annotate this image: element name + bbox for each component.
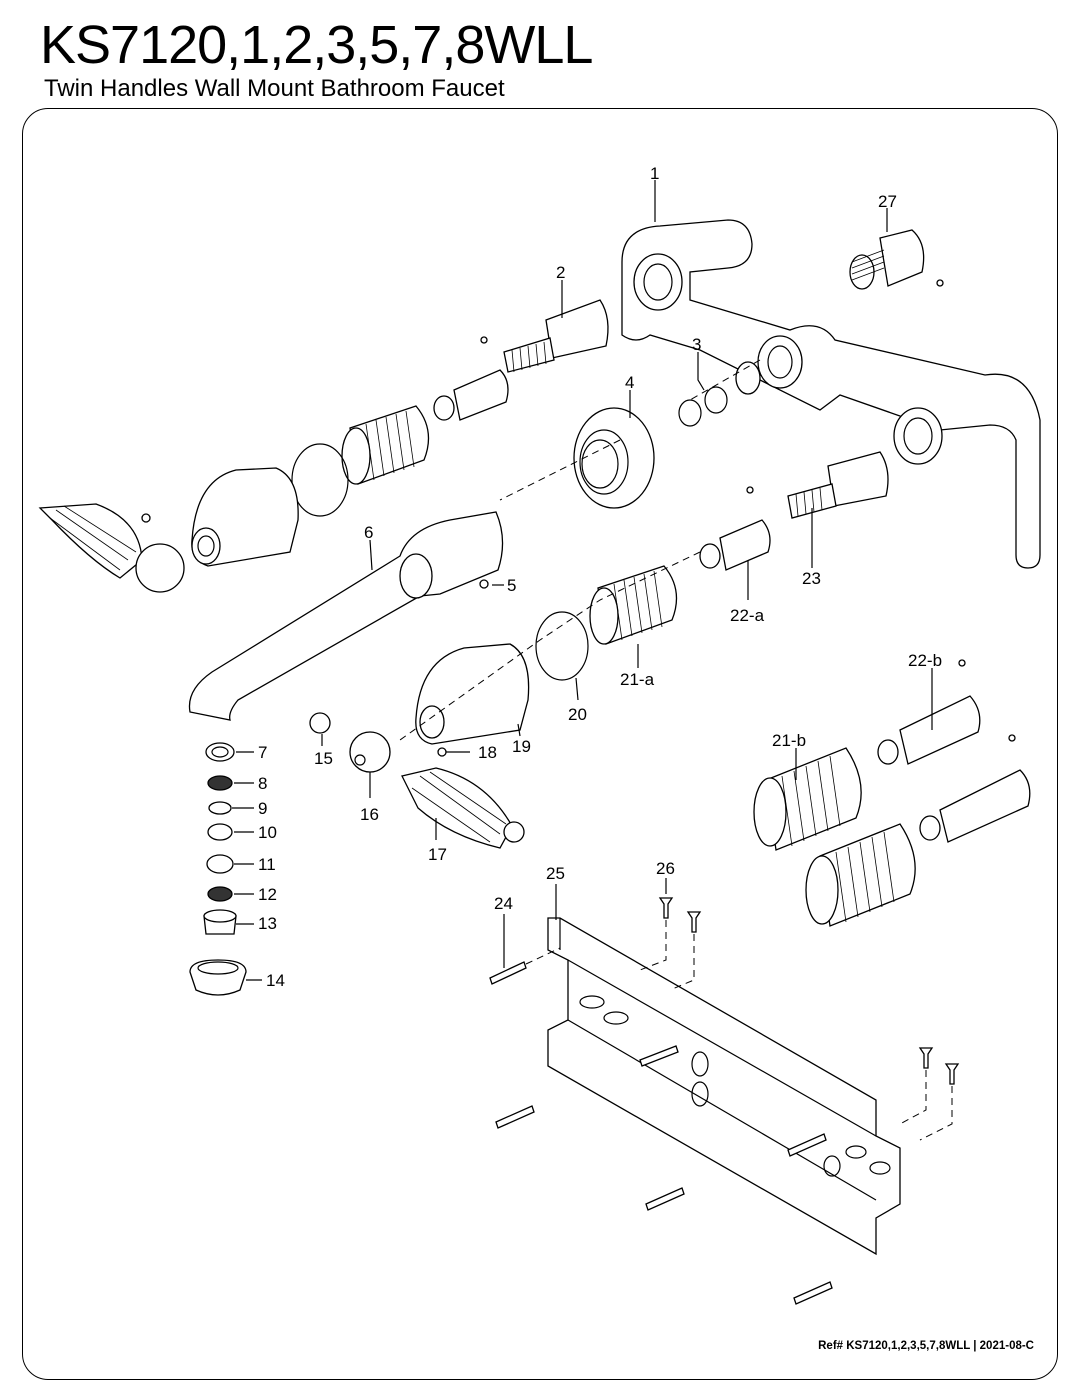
part-21b-sleeve <box>753 747 862 851</box>
part-20-o-ring <box>535 611 589 681</box>
escutcheon-upper <box>191 467 299 567</box>
part-3-o-rings <box>678 361 761 427</box>
reference-footer: Ref# KS7120,1,2,3,5,7,8WLL | 2021-08-C <box>818 1340 1034 1352</box>
part-15-adapter <box>309 712 331 734</box>
part-17-handle <box>401 767 525 849</box>
label-17: 17 <box>428 845 447 864</box>
label-2: 2 <box>556 263 565 282</box>
label-22a: 22-a <box>730 606 765 625</box>
label-19: 19 <box>512 737 531 756</box>
page-subtitle: Twin Handles Wall Mount Bathroom Faucet <box>44 75 505 102</box>
assembly-lines <box>399 359 953 1141</box>
part-19-escutcheon <box>415 643 530 745</box>
sleeve-lower-right <box>805 823 916 927</box>
label-26: 26 <box>656 859 675 878</box>
sleeve-upper <box>341 405 430 485</box>
page-title: KS7120,1,2,3,5,7,8WLL <box>40 15 593 75</box>
label-27: 27 <box>878 192 897 211</box>
label-22b: 22-b <box>908 651 942 670</box>
label-24: 24 <box>494 894 513 913</box>
label-4: 4 <box>625 373 634 392</box>
label-9: 9 <box>258 799 267 818</box>
screws <box>489 897 960 1305</box>
part-6-spout <box>188 511 504 721</box>
label-3: 3 <box>692 335 701 354</box>
part-23-cartridge <box>787 451 889 519</box>
label-6: 6 <box>364 523 373 542</box>
label-7: 7 <box>258 743 267 762</box>
diagram-frame <box>22 108 1058 1380</box>
label-23: 23 <box>802 569 821 588</box>
label-5: 5 <box>507 576 516 595</box>
label-11: 11 <box>258 855 276 874</box>
label-18: 18 <box>478 743 497 762</box>
stem-extension-lower-right <box>919 734 1031 843</box>
aerator-parts <box>189 742 247 996</box>
label-21b: 21-b <box>772 731 806 750</box>
handle-upper <box>38 503 185 593</box>
label-1: 1 <box>650 164 659 183</box>
part-25-mounting-bracket <box>547 917 901 1256</box>
o-ring-upper <box>291 443 349 517</box>
label-21a: 21-a <box>620 670 655 689</box>
leader-lines <box>232 180 933 981</box>
label-13: 13 <box>258 914 277 933</box>
part-4-flange <box>573 407 655 509</box>
part-22a-stem <box>699 486 771 571</box>
label-8: 8 <box>258 774 267 793</box>
part-27-fitting <box>849 229 944 290</box>
label-15: 15 <box>314 749 333 768</box>
part-16-hub <box>349 731 391 773</box>
label-20: 20 <box>568 705 587 724</box>
part-21a-sleeve <box>589 565 678 645</box>
label-16: 16 <box>360 805 379 824</box>
part-18-screw <box>437 747 447 757</box>
label-14: 14 <box>266 971 285 990</box>
label-10: 10 <box>258 823 277 842</box>
part-2-cartridge <box>503 299 609 373</box>
label-12: 12 <box>258 885 277 904</box>
part-1-valve-body <box>621 219 1041 569</box>
stem-extension-upper <box>433 336 509 421</box>
part-labels: 1 27 2 3 4 6 5 23 22-a 22-b 21-a 20 19 1… <box>258 164 942 990</box>
label-25: 25 <box>546 864 565 883</box>
part-22b-stem <box>877 659 981 765</box>
